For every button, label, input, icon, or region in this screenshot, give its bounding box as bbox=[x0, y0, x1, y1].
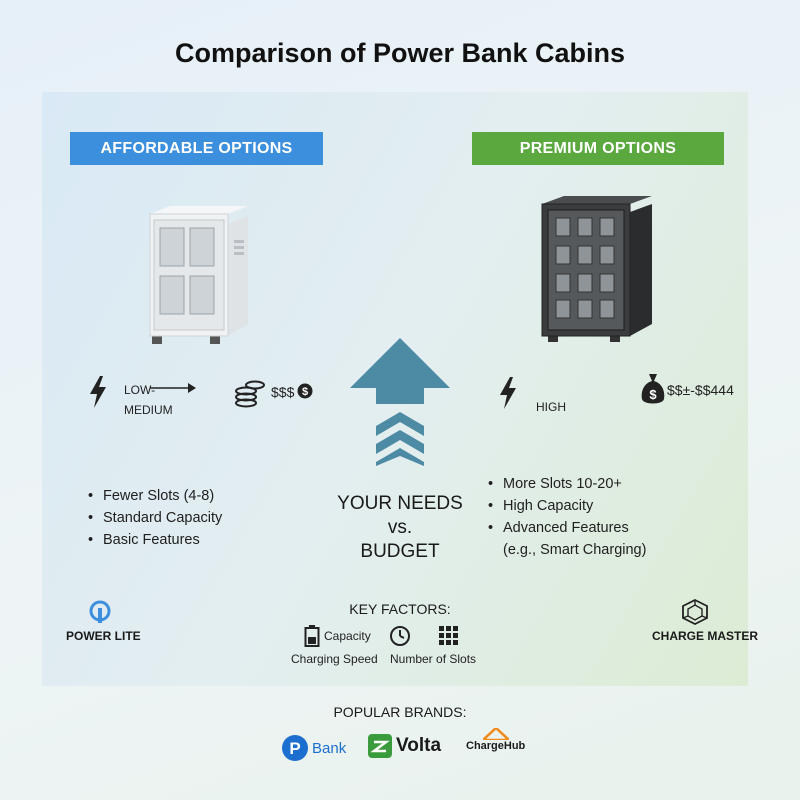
brand-volta: Volta bbox=[368, 734, 441, 758]
brand-chargehub-name: ChargeHub bbox=[466, 740, 526, 752]
premium-banner: PREMIUM OPTIONS bbox=[472, 132, 724, 165]
lightning-icon bbox=[90, 376, 106, 408]
list-item: More Slots 10-20+ bbox=[488, 476, 629, 492]
center-line-1: YOUR NEEDS bbox=[337, 493, 463, 514]
list-item: Standard Capacity bbox=[88, 510, 222, 526]
key-factors-title: KEY FACTORS: bbox=[349, 601, 451, 617]
bank-logo-icon: P bbox=[282, 735, 308, 761]
factor-capacity: Capacity bbox=[324, 629, 371, 643]
up-arrow-graphic bbox=[350, 338, 450, 466]
factor-slots: Number of Slots bbox=[390, 652, 477, 666]
capacity-level-label-2: MEDIUM bbox=[124, 403, 173, 417]
center-line-2: vs. bbox=[387, 517, 413, 538]
premium-price: $$±-$$444 bbox=[667, 382, 734, 398]
svg-text:P: P bbox=[289, 739, 300, 758]
list-item: Advanced Features bbox=[488, 520, 629, 536]
power-lite-brand: POWER LITE bbox=[66, 629, 141, 643]
coins-icon bbox=[235, 380, 265, 408]
capacity-level-label: HIGH bbox=[536, 400, 566, 414]
volta-logo-icon bbox=[368, 734, 392, 758]
brand-bank-name: Bank bbox=[312, 739, 347, 757]
money-bag-icon: $ bbox=[641, 374, 665, 404]
premium-features-list: More Slots 10-20+ High Capacity Advanced… bbox=[488, 476, 629, 542]
center-line-3: BUDGET bbox=[360, 541, 440, 562]
battery-icon bbox=[304, 625, 320, 647]
list-item: Basic Features bbox=[88, 532, 222, 548]
grid-icon bbox=[439, 626, 458, 645]
brand-chargehub: ChargeHub bbox=[466, 728, 525, 752]
brand-bank: P Bank bbox=[281, 734, 346, 762]
lightning-icon bbox=[500, 377, 516, 409]
list-item: High Capacity bbox=[488, 498, 629, 514]
premium-feature-note: (e.g., Smart Charging) bbox=[503, 542, 647, 558]
list-item: Fewer Slots (4-8) bbox=[88, 488, 222, 504]
popular-brands-title: POPULAR BRANDS: bbox=[333, 704, 467, 720]
brand-volta-name: Volta bbox=[396, 735, 442, 756]
needs-vs-budget-text: YOUR NEEDS vs. BUDGET bbox=[320, 492, 480, 564]
dollar-coin-icon: $ bbox=[297, 383, 313, 399]
chargehub-logo-icon bbox=[482, 728, 509, 740]
page-title: Comparison of Power Bank Cabins bbox=[174, 38, 626, 68]
arrow-right-icon bbox=[150, 383, 196, 393]
clock-icon bbox=[390, 626, 410, 646]
affordable-features-list: Fewer Slots (4-8) Standard Capacity Basi… bbox=[88, 488, 222, 554]
factor-charging-speed: Charging Speed bbox=[291, 652, 378, 666]
charge-master-brand: CHARGE MASTER bbox=[652, 629, 759, 643]
affordable-banner: AFFORDABLE OPTIONS bbox=[70, 132, 323, 165]
power-lite-logo-icon bbox=[89, 600, 111, 623]
svg-text:$: $ bbox=[302, 386, 308, 398]
svg-text:$: $ bbox=[649, 387, 657, 402]
charge-master-logo-icon bbox=[682, 598, 708, 626]
premium-cabinet-image bbox=[541, 196, 652, 342]
affordable-cabinet-image bbox=[149, 206, 248, 344]
capacity-level-label-1: LOW- bbox=[124, 383, 156, 397]
affordable-price: $$$ bbox=[271, 384, 295, 400]
